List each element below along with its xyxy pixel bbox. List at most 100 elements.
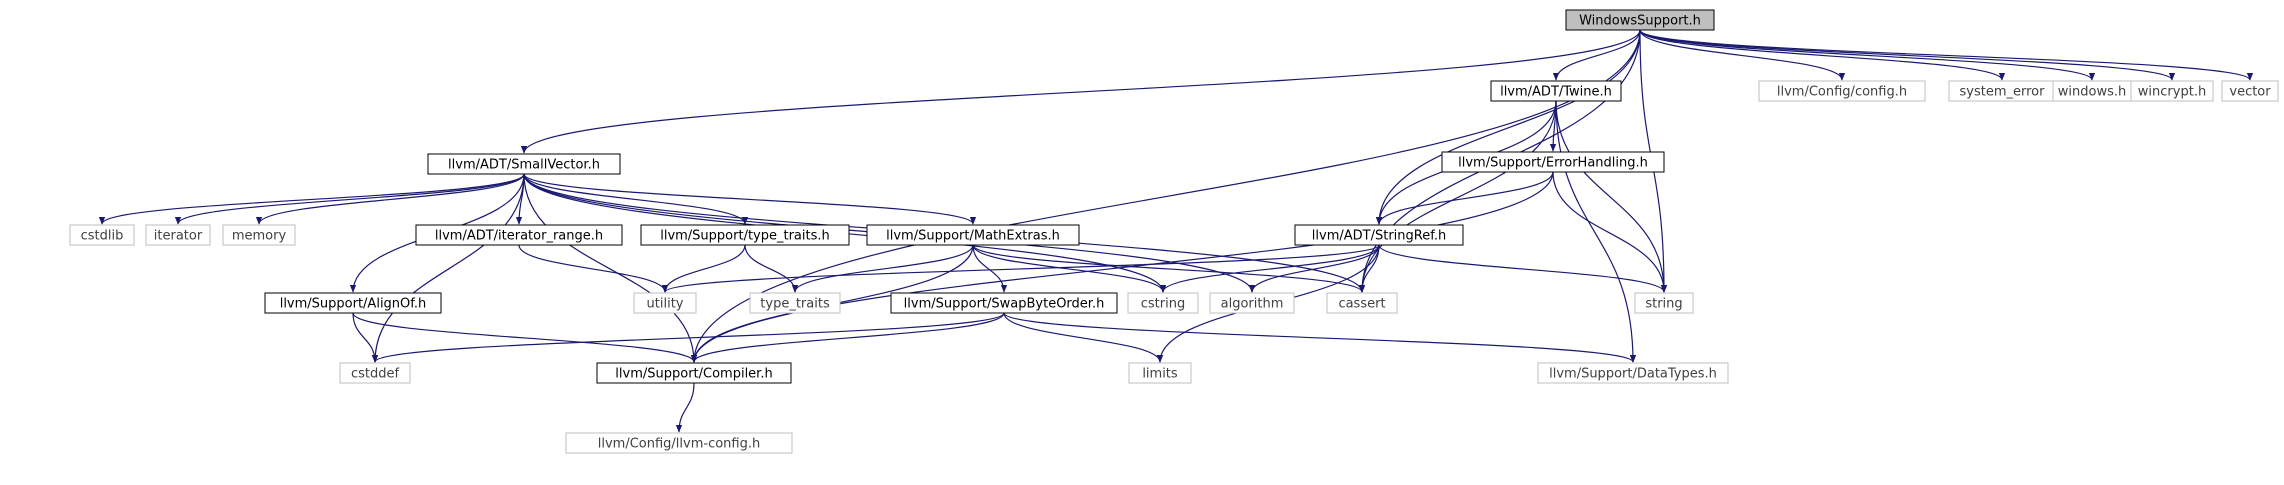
node-wincrypt: wincrypt.h xyxy=(2130,80,2214,102)
node-label: cstdlib xyxy=(81,229,124,244)
edge-windows_support-to-wincrypt xyxy=(1639,29,2176,81)
node-label: iterator xyxy=(154,229,203,244)
node-windows-h: windows.h xyxy=(2052,80,2132,102)
edge-swap_byte_order-to-compiler xyxy=(690,312,1005,363)
node-label: memory xyxy=(232,229,287,244)
edge-math_extras-to-swap_byte_order xyxy=(972,244,1008,293)
node-label: llvm/Support/ErrorHandling.h xyxy=(1458,156,1648,171)
edge-small_vector-to-math_extras xyxy=(523,173,977,225)
node-box xyxy=(1294,224,1464,246)
edge-math_extras-to-type_traits xyxy=(791,244,974,293)
node-label: limits xyxy=(1142,367,1178,382)
node-label: cstring xyxy=(1141,297,1185,312)
node-math-extras[interactable]: llvm/Support/MathExtras.h xyxy=(866,224,1080,246)
edge-math_extras-to-cassert xyxy=(972,244,1366,293)
edge-windows_support-to-windows_h xyxy=(1639,29,2096,81)
edge-windows_support-to-system_error xyxy=(1639,29,2006,81)
edge-small_vector-to-memory xyxy=(255,173,525,225)
edge-error_handling-to-string_ref xyxy=(1375,171,1554,225)
node-label: llvm/Support/DataTypes.h xyxy=(1549,367,1717,382)
edge-compiler-to-llvm_config xyxy=(675,382,695,433)
edge-windows_support-to-vector xyxy=(1639,29,2254,81)
node-label: vector xyxy=(2229,85,2271,100)
node-type-traits: type_traits xyxy=(749,292,841,314)
node-box xyxy=(1565,9,1715,31)
node-label: cstddef xyxy=(351,367,400,382)
node-box xyxy=(565,432,793,454)
node-limits: limits xyxy=(1128,362,1192,384)
edge-type_traits_h-to-type_traits xyxy=(744,244,799,293)
edge-twine-to-string xyxy=(1555,100,1668,293)
node-label: WindowsSupport.h xyxy=(1579,14,1701,29)
node-label: type_traits xyxy=(760,297,830,312)
node-utility: utility xyxy=(633,292,697,314)
node-label: string xyxy=(1645,297,1682,312)
edge-small_vector-to-cstdlib xyxy=(98,173,525,225)
edge-small_vector-to-cstddef xyxy=(371,173,525,363)
node-label: llvm/Support/AlignOf.h xyxy=(280,297,427,312)
node-box xyxy=(749,292,841,314)
node-cassert: cassert xyxy=(1326,292,1398,314)
node-compiler[interactable]: llvm/Support/Compiler.h xyxy=(596,362,792,384)
nodes: WindowsSupport.h llvm/ADT/SmallVector.h ll… xyxy=(69,9,2279,454)
node-error-handling[interactable]: llvm/Support/ErrorHandling.h xyxy=(1441,151,1665,173)
edge-swap_byte_order-to-limits xyxy=(1003,312,1164,363)
node-cstring: cstring xyxy=(1127,292,1199,314)
edge-string_ref-to-algorithm xyxy=(1248,244,1380,293)
edge-windows_support-to-config xyxy=(1639,29,1846,81)
node-label: llvm/Config/llvm-config.h xyxy=(598,437,760,452)
node-vector: vector xyxy=(2221,80,2279,102)
node-iterator-range[interactable]: llvm/ADT/iterator_range.h xyxy=(415,224,623,246)
node-label: llvm/ADT/iterator_range.h xyxy=(435,229,603,244)
node-label: llvm/Support/type_traits.h xyxy=(660,229,830,244)
node-iterator: iterator xyxy=(145,224,211,246)
node-box xyxy=(222,224,296,246)
edge-type_traits_h-to-utility xyxy=(661,244,746,293)
edge-iterator_range-to-utility xyxy=(518,244,669,293)
node-type-traits-h[interactable]: llvm/Support/type_traits.h xyxy=(640,224,850,246)
node-data-types: llvm/Support/DataTypes.h xyxy=(1537,362,1729,384)
node-memory: memory xyxy=(222,224,296,246)
node-small-vector[interactable]: llvm/ADT/SmallVector.h xyxy=(427,153,621,175)
node-align-of[interactable]: llvm/Support/AlignOf.h xyxy=(264,292,442,314)
node-cstdlib: cstdlib xyxy=(69,224,135,246)
node-box xyxy=(1209,292,1295,314)
node-llvm-config: llvm/Config/llvm-config.h xyxy=(565,432,793,454)
node-label: llvm/Support/SwapByteOrder.h xyxy=(904,297,1105,312)
edge-twine-to-data_types xyxy=(1555,100,1637,363)
node-box xyxy=(1537,362,1729,384)
edge-windows_support-to-twine xyxy=(1552,29,1641,81)
node-config: llvm/Config/config.h xyxy=(1758,80,1926,102)
edge-twine-to-cassert xyxy=(1358,100,1557,293)
node-swap-byte-order[interactable]: llvm/Support/SwapByteOrder.h xyxy=(890,292,1118,314)
node-box xyxy=(2221,80,2279,102)
edge-windows_support-to-small_vector xyxy=(520,29,1641,154)
node-label: llvm/ADT/SmallVector.h xyxy=(448,158,600,173)
node-box xyxy=(890,292,1118,314)
node-box xyxy=(264,292,442,314)
node-box xyxy=(1634,292,1694,314)
node-box xyxy=(640,224,850,246)
node-string: string xyxy=(1634,292,1694,314)
node-twine[interactable]: llvm/ADT/Twine.h xyxy=(1490,80,1622,102)
node-label: utility xyxy=(647,297,684,312)
node-label: system_error xyxy=(1960,85,2046,100)
node-box xyxy=(596,362,792,384)
node-box xyxy=(1758,80,1926,102)
node-box xyxy=(866,224,1080,246)
edge-swap_byte_order-to-data_types xyxy=(1003,312,1637,363)
node-box xyxy=(427,153,621,175)
edge-small_vector-to-iterator xyxy=(174,173,525,225)
node-label: llvm/ADT/Twine.h xyxy=(1500,85,1612,100)
edge-string_ref-to-cstring xyxy=(1159,244,1380,293)
node-box xyxy=(1441,151,1665,173)
node-string-ref[interactable]: llvm/ADT/StringRef.h xyxy=(1294,224,1464,246)
edge-small_vector-to-compiler xyxy=(523,173,698,363)
node-system-error: system_error xyxy=(1948,80,2056,102)
node-label: llvm/ADT/StringRef.h xyxy=(1312,229,1446,244)
node-label: llvm/Support/MathExtras.h xyxy=(886,229,1060,244)
node-box xyxy=(69,224,135,246)
node-windows-support: WindowsSupport.h xyxy=(1565,9,1715,31)
node-algorithm: algorithm xyxy=(1209,292,1295,314)
